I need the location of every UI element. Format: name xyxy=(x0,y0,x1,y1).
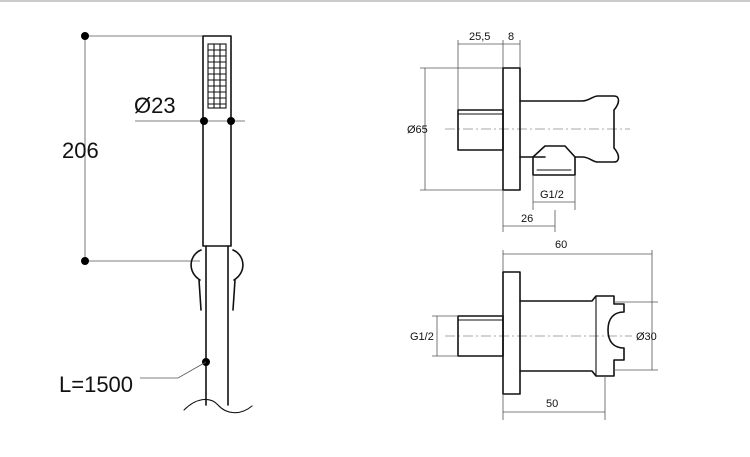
diameter-dim-dot-right xyxy=(227,117,235,125)
outlet-offset-label: 26 xyxy=(521,213,533,225)
side-wall-flange xyxy=(502,67,521,191)
side-outlet-elbow xyxy=(532,145,576,176)
flange-depth-label: 25,5 xyxy=(469,31,490,43)
hose-length-label: L=1500 xyxy=(59,372,133,397)
holder-side-view: 25,5 8 Ø65 G1/2 26 xyxy=(407,31,630,232)
spray-nozzle-grid xyxy=(207,43,227,109)
flange-thickness-label: 8 xyxy=(508,31,514,43)
holder-front-view: 60 G1/2 Ø30 50 xyxy=(410,239,658,420)
front-wall-flange xyxy=(502,271,521,395)
holder-clip-arm xyxy=(198,279,236,311)
hose-leader-line xyxy=(140,361,207,379)
overall-dim-label: 60 xyxy=(555,239,567,251)
length-dim-dot-top xyxy=(81,32,89,40)
outlet-thread-label: G1/2 xyxy=(540,189,564,201)
spray-face xyxy=(207,43,227,109)
clip-diameter-label: Ø30 xyxy=(636,331,657,343)
diameter-dimension-label: Ø23 xyxy=(134,93,176,118)
hand-shower-holder-clip xyxy=(190,249,244,281)
hand-shower-view: 206 Ø23 xyxy=(59,32,253,414)
diameter-dim-dot-left xyxy=(200,117,208,125)
side-inlet-pipe xyxy=(457,109,504,151)
hose-break-curve xyxy=(183,398,253,414)
clip-offset-label: 50 xyxy=(546,398,558,410)
length-dimension-label: 206 xyxy=(62,138,99,163)
flange-diameter-label: Ø65 xyxy=(407,124,428,136)
length-dim-dot-bottom xyxy=(81,257,89,265)
front-holder-body xyxy=(519,295,625,377)
inlet-thread-label: G1/2 xyxy=(410,331,434,343)
